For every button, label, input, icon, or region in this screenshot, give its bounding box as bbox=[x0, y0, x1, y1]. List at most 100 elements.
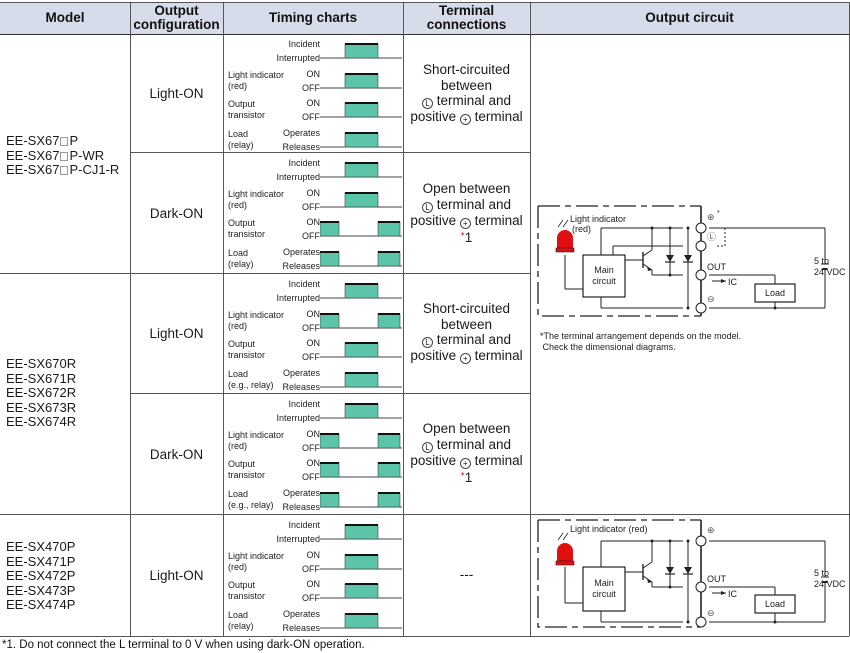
ic-label: IC bbox=[728, 589, 738, 599]
terminal-connection-line: between bbox=[440, 77, 493, 93]
timing-waveform bbox=[320, 462, 402, 478]
signal-label: (e.g., relay) bbox=[228, 379, 274, 390]
indicator-label: (red) bbox=[572, 224, 591, 234]
state-high-label: ON bbox=[306, 579, 321, 589]
timing-waveform bbox=[320, 283, 402, 299]
state-low-label: OFF bbox=[302, 593, 320, 603]
waveform-pulse bbox=[344, 583, 379, 599]
main-circuit-label: circuit bbox=[592, 589, 616, 599]
l-terminal-icon: L bbox=[421, 98, 433, 109]
column-divider bbox=[403, 2, 404, 636]
timing-waveform bbox=[320, 191, 402, 207]
terminal-connection-line: between bbox=[440, 316, 493, 332]
state-low-label: Releases bbox=[282, 260, 320, 271]
load-label: Load bbox=[765, 288, 785, 298]
state-high-label: Operates bbox=[282, 487, 320, 498]
state-low-label: OFF bbox=[302, 201, 320, 212]
output-config-light-on: Light-ON bbox=[149, 86, 204, 101]
sensor-enclosure bbox=[537, 205, 701, 317]
timing-waveform bbox=[320, 312, 402, 328]
timing-waveform bbox=[320, 250, 402, 266]
signal-label: transistor bbox=[228, 470, 266, 480]
positive-terminal-icon: + bbox=[459, 114, 471, 125]
l-terminal-icon: L bbox=[421, 441, 433, 453]
signal-label: Output bbox=[228, 218, 256, 228]
load-box bbox=[754, 283, 796, 303]
terminal-out bbox=[695, 581, 707, 593]
model-name: EE-SX671R bbox=[6, 370, 77, 386]
header-terminal-connections: Terminal connections bbox=[426, 3, 507, 32]
ic-label: IC bbox=[728, 277, 738, 287]
model-name: EE-SX672R bbox=[6, 385, 77, 400]
output-config-dark-on: Dark-ON bbox=[149, 446, 204, 462]
table-border-bottom bbox=[0, 636, 849, 637]
model-name: EE-SX472P bbox=[6, 568, 76, 583]
placeholder-square-icon bbox=[60, 166, 69, 175]
timing-waveform bbox=[320, 371, 402, 387]
terminal-connection-line: L terminal and bbox=[403, 437, 530, 453]
waveform-pulse bbox=[377, 221, 401, 237]
signal-label: Output bbox=[228, 459, 256, 469]
column-divider bbox=[530, 2, 531, 636]
waveform-pulse bbox=[344, 132, 379, 147]
group-divider bbox=[0, 514, 849, 515]
signal-label: (e.g., relay) bbox=[228, 499, 274, 510]
terminal-l-label: Ⓛ bbox=[707, 232, 716, 242]
waveform-pulse bbox=[344, 403, 379, 419]
waveform-pulse bbox=[344, 524, 379, 540]
output-config-light-on: Light-ON bbox=[149, 568, 204, 583]
signal-label: Light indicator bbox=[228, 69, 285, 80]
state-low-label: OFF bbox=[302, 563, 320, 574]
state-high-label: ON bbox=[306, 458, 321, 468]
terminal-plus bbox=[695, 222, 707, 234]
signal-label: Light indicator bbox=[228, 429, 285, 440]
signal-label: Load bbox=[228, 488, 249, 499]
signal-label: (red) bbox=[228, 561, 248, 572]
state-low-label: Releases bbox=[282, 381, 320, 392]
signal-label: Light indicator bbox=[228, 188, 285, 199]
terminal-plus bbox=[695, 535, 707, 547]
waveform-pulse bbox=[320, 221, 340, 237]
row-divider bbox=[130, 152, 530, 153]
signal-label: transistor bbox=[228, 591, 266, 601]
waveform-pulse bbox=[344, 372, 379, 387]
l-terminal-icon: L bbox=[421, 337, 433, 348]
terminal-connection-line: positive + terminal bbox=[410, 109, 523, 125]
main-circuit-label: circuit bbox=[592, 276, 616, 286]
terminal-asterisk: * bbox=[717, 210, 720, 217]
state-low-label: OFF bbox=[302, 472, 320, 482]
footnote-asterisk: * bbox=[460, 230, 465, 242]
waveform-pulse bbox=[320, 313, 340, 328]
terminal-connection-line: --- bbox=[459, 567, 474, 582]
state-high-label: ON bbox=[306, 98, 321, 108]
state-high-label: Incident bbox=[288, 520, 320, 530]
timing-waveform bbox=[320, 43, 402, 59]
state-low-label: OFF bbox=[302, 82, 320, 93]
header-output-circuit: Output circuit bbox=[645, 10, 734, 25]
timing-waveform bbox=[320, 403, 402, 419]
timing-waveform bbox=[320, 131, 402, 147]
state-high-label: ON bbox=[306, 308, 321, 319]
state-high-label: Incident bbox=[288, 279, 320, 289]
header-timing-charts: Timing charts bbox=[268, 10, 358, 25]
timing-waveform bbox=[320, 342, 402, 358]
signal-label: transistor bbox=[228, 229, 266, 239]
state-low-label: Releases bbox=[282, 622, 320, 633]
terminal-connection-line: Open between bbox=[422, 181, 511, 196]
footnote-reference: *1 bbox=[460, 229, 473, 245]
signal-label: transistor bbox=[228, 110, 266, 120]
group-divider bbox=[0, 273, 530, 274]
waveform-pulse bbox=[344, 283, 379, 299]
state-high-label: ON bbox=[306, 68, 321, 79]
terminal-connection-line: positive + terminal bbox=[410, 212, 523, 229]
terminal-l bbox=[695, 240, 707, 252]
output-config-dark-on: Dark-ON bbox=[149, 205, 204, 221]
state-low-label: OFF bbox=[302, 442, 320, 453]
timing-waveform bbox=[320, 553, 402, 569]
